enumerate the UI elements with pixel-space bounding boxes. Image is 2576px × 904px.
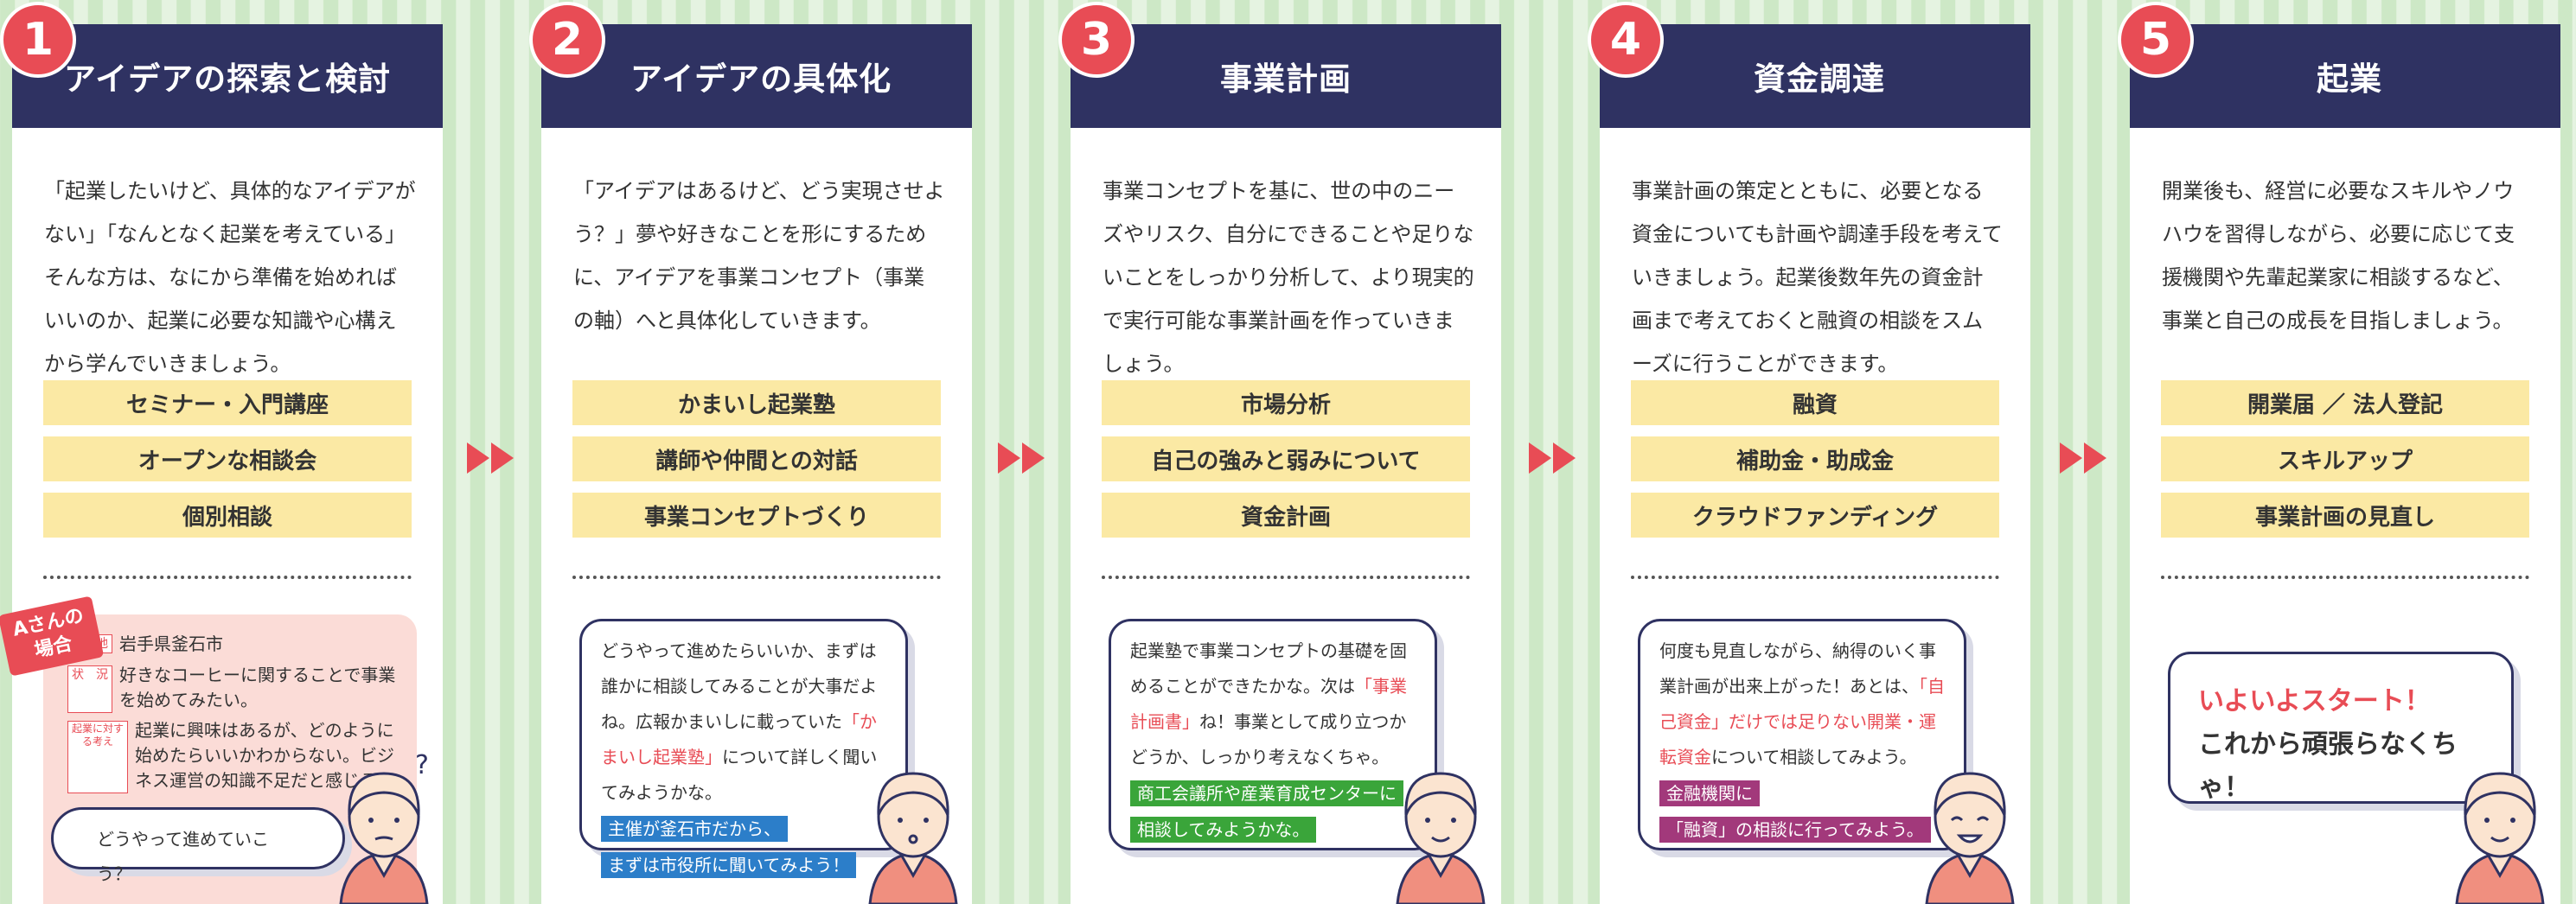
step-panel: 起業 開業後も、経営に必要なスキルやノウハウを習得しながら、必要に応じて支援機関… bbox=[2130, 24, 2560, 904]
speech-bubble: いよいよスタート！ これから頑張らなくちゃ！ bbox=[2168, 652, 2514, 804]
bubble-highlight-text: 「自己資金」だけでは足りない開業・運転資金 bbox=[1659, 676, 1945, 767]
bubble-text: について相談してみよう。 bbox=[1711, 747, 1917, 767]
tag-list: セミナー・入門講座 オープンな相談会 個別相談 bbox=[43, 380, 412, 549]
woman-illustration bbox=[339, 772, 429, 904]
tag-item: スキルアップ bbox=[2161, 436, 2529, 481]
step-title: アイデアの探索と検討 bbox=[12, 24, 443, 128]
dotted-divider bbox=[1631, 576, 1999, 579]
woman-illustration bbox=[1396, 772, 1486, 904]
step-description: 事業計画の策定とともに、必要となる資金についても計画や調達手段を考えていきましょ… bbox=[1632, 179, 2003, 376]
step-1: アイデアの探索と検討 「起業したいけど、具体的なアイデアがない」「なんとなく起業… bbox=[0, 0, 443, 904]
tag-item: 開業届 ／ 法人登記 bbox=[2161, 380, 2529, 425]
step-description: 「アイデアはあるけど、どう実現させよう？」夢や好きなことを形にするために、アイデ… bbox=[573, 179, 945, 333]
tag-list: 融資 補助金・助成金 クラウドファンディング bbox=[1631, 380, 1999, 549]
question-mark-icon: ? bbox=[415, 750, 429, 780]
tag-item: セミナー・入門講座 bbox=[43, 380, 412, 425]
bubble-note: 「融資」の相談に行ってみよう。 bbox=[1659, 817, 1931, 843]
step-2: アイデアの具体化 「アイデアはあるけど、どう実現させよう？」夢や好きなことを形に… bbox=[529, 0, 972, 904]
bubble-text: 起業塾で事業コンセプトの基礎を固めることができたかな。次は bbox=[1130, 640, 1407, 697]
tag-item: 事業計画の見直し bbox=[2161, 493, 2529, 538]
profile-text: 好きなコーヒーに関することで事業を始めてみたい。 bbox=[119, 665, 396, 710]
profile-text: 起業に興味はあるが、どのように始めたらいいかわからない。ビジネス運営の知識不足だ… bbox=[135, 720, 394, 791]
step-title: 資金調達 bbox=[1600, 24, 2030, 128]
tag-item: 補助金・助成金 bbox=[1631, 436, 1999, 481]
next-arrow-icon bbox=[1529, 442, 1551, 474]
bubble-text: 何度も見直しながら、納得のいく事業計画が出来上がった！あとは、 bbox=[1659, 640, 1936, 697]
tag-item: 資金計画 bbox=[1102, 493, 1470, 538]
step-panel: 事業計画 事業コンセプトを基に、世の中のニーズやリスク、自分にできることや足りな… bbox=[1071, 24, 1501, 904]
tag-item: 自己の強みと弱みについて bbox=[1102, 436, 1470, 481]
step-title: 起業 bbox=[2130, 24, 2560, 128]
step-title: 事業計画 bbox=[1071, 24, 1501, 128]
bubble-text: について詳しく聞いてみようかな。 bbox=[601, 747, 878, 803]
step-number-badge: 3 bbox=[1058, 2, 1135, 78]
bubble-text: どうやって進めたらいいか、まずは誰かに相談してみることが大事だよね。広報かまいし… bbox=[601, 640, 878, 732]
step-panel: アイデアの具体化 「アイデアはあるけど、どう実現させよう？」夢や好きなことを形に… bbox=[541, 24, 972, 904]
tag-item: 市場分析 bbox=[1102, 380, 1470, 425]
woman-illustration bbox=[1925, 772, 2015, 904]
tag-item: かまいし起業塾 bbox=[572, 380, 941, 425]
step-description: 「起業したいけど、具体的なアイデアがない」「なんとなく起業を考えている」そんな方… bbox=[44, 179, 416, 376]
next-arrow-icon bbox=[491, 442, 514, 474]
step-panel: アイデアの探索と検討 「起業したいけど、具体的なアイデアがない」「なんとなく起業… bbox=[12, 24, 443, 904]
bubble-note: 主催が釜石市だから、 bbox=[601, 816, 788, 842]
next-arrow-icon bbox=[467, 442, 489, 474]
step-description: 開業後も、経営に必要なスキルやノウハウを習得しながら、必要に応じて支援機関や先輩… bbox=[2162, 179, 2515, 333]
dotted-divider bbox=[2161, 576, 2529, 579]
step-title: アイデアの具体化 bbox=[541, 24, 972, 128]
bubble-text: どうやって進めていこう？ bbox=[97, 829, 269, 884]
speech-bubble: 何度も見直しながら、納得のいく事業計画が出来上がった！あとは、「自己資金」だけで… bbox=[1638, 619, 1966, 850]
step-5: 起業 開業後も、経営に必要なスキルやノウハウを習得しながら、必要に応じて支援機関… bbox=[2118, 0, 2560, 904]
step-4: 資金調達 事業計画の策定とともに、必要となる資金についても計画や調達手段を考えて… bbox=[1588, 0, 2030, 904]
speech-bubble: どうやって進めていこう？ bbox=[51, 807, 345, 884]
bubble-note: 相談してみようかな。 bbox=[1130, 817, 1317, 843]
profile-label: 起業に対する考え bbox=[67, 721, 128, 793]
step-panel: 資金調達 事業計画の策定とともに、必要となる資金についても計画や調達手段を考えて… bbox=[1600, 24, 2030, 904]
dotted-divider bbox=[1102, 576, 1470, 579]
profile-row: 状 況好きなコーヒーに関することで事業を始めてみたい。 bbox=[67, 663, 405, 713]
speech-bubble: 起業塾で事業コンセプトの基礎を固めることができたかな。次は「事業計画書」ね！事業… bbox=[1109, 619, 1437, 850]
step-3: 事業計画 事業コンセプトを基に、世の中のニーズやリスク、自分にできることや足りな… bbox=[1058, 0, 1501, 904]
step-number-badge: 2 bbox=[529, 2, 605, 78]
tag-item: 講師や仲間との対話 bbox=[572, 436, 941, 481]
tag-list: かまいし起業塾 講師や仲間との対話 事業コンセプトづくり bbox=[572, 380, 941, 549]
bubble-note: まずは市役所に聞いてみよう！ bbox=[601, 852, 857, 878]
speech-bubble: どうやって進めたらいいか、まずは誰かに相談してみることが大事だよね。広報かまいし… bbox=[579, 619, 908, 878]
step-number-badge: 4 bbox=[1588, 2, 1664, 78]
step-number-badge: 1 bbox=[0, 2, 76, 78]
tag-list: 市場分析 自己の強みと弱みについて 資金計画 bbox=[1102, 380, 1470, 549]
step-number-badge: 5 bbox=[2118, 2, 2194, 78]
next-arrow-icon bbox=[1022, 442, 1045, 474]
profile-row: 起業に対する考え起業に興味はあるが、どのように始めたらいいかわからない。ビジネス… bbox=[67, 718, 405, 793]
next-arrow-icon bbox=[1553, 442, 1576, 474]
tag-item: オープンな相談会 bbox=[43, 436, 412, 481]
tag-item: クラウドファンディング bbox=[1631, 493, 1999, 538]
next-arrow-icon bbox=[2060, 442, 2082, 474]
bubble-text: これから頑張らなくちゃ！ bbox=[2198, 729, 2458, 803]
woman-illustration bbox=[868, 772, 958, 904]
tag-item: 個別相談 bbox=[43, 493, 412, 538]
bubble-highlight-text: 「かまいし起業塾」 bbox=[601, 711, 877, 767]
bubble-note: 商工会議所や産業育成センターに bbox=[1130, 780, 1403, 806]
profile-text: 岩手県釜石市 bbox=[119, 633, 223, 654]
step-description: 事業コンセプトを基に、世の中のニーズやリスク、自分にできることや足りないことをし… bbox=[1103, 179, 1474, 376]
dotted-divider bbox=[572, 576, 941, 579]
profile-label: 状 況 bbox=[67, 665, 112, 713]
woman-illustration bbox=[2455, 772, 2545, 904]
tag-item: 事業コンセプトづくり bbox=[572, 493, 941, 538]
dotted-divider bbox=[43, 576, 412, 579]
next-arrow-icon bbox=[2084, 442, 2106, 474]
bubble-note: 金融機関に bbox=[1659, 780, 1760, 806]
next-arrow-icon bbox=[998, 442, 1020, 474]
bubble-highlight-text: いよいよスタート！ bbox=[2198, 686, 2431, 716]
bubble-highlight-text: 「事業計画書」 bbox=[1130, 676, 1407, 732]
tag-list: 開業届 ／ 法人登記 スキルアップ 事業計画の見直し bbox=[2161, 380, 2529, 549]
bubble-text: ね！事業として成り立つかどうか、しっかり考えなくちゃ。 bbox=[1130, 711, 1407, 767]
tag-item: 融資 bbox=[1631, 380, 1999, 425]
